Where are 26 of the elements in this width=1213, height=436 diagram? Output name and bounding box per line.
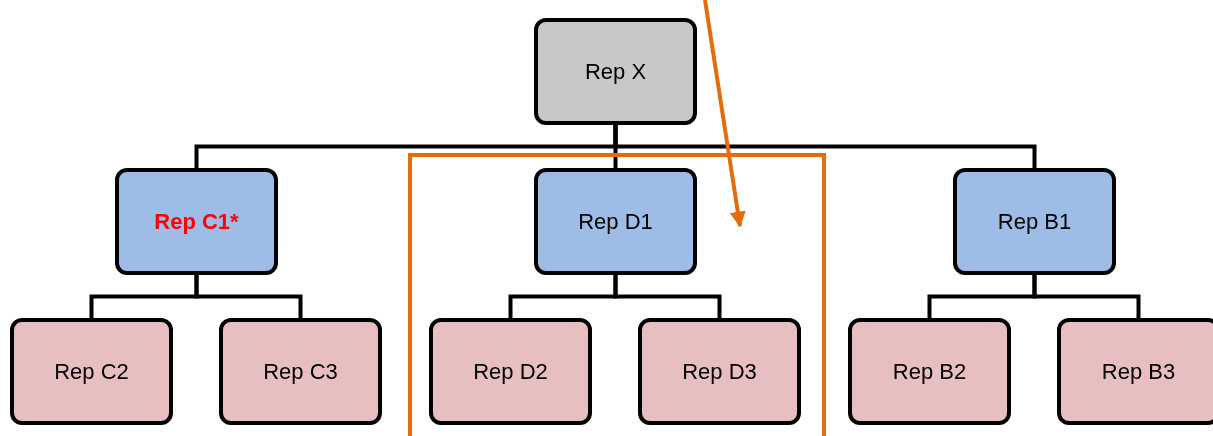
org-box xyxy=(1057,318,1213,425)
org-box xyxy=(115,168,278,275)
connector-line xyxy=(613,275,722,318)
arrow xyxy=(703,0,746,228)
box-label: Rep D1 xyxy=(578,208,653,235)
box-label: Rep D3 xyxy=(682,358,757,385)
org-box xyxy=(848,318,1011,425)
org-box xyxy=(534,18,697,125)
box-label: Rep D2 xyxy=(473,358,548,385)
box-label: Rep C1* xyxy=(154,208,239,235)
connector-line xyxy=(1032,275,1141,318)
box-label: Rep B3 xyxy=(1101,358,1176,385)
highlight-frame xyxy=(408,153,826,436)
box-label: Rep X xyxy=(584,58,647,85)
box-label: Rep B2 xyxy=(892,358,967,385)
org-box xyxy=(219,318,382,425)
connector-line xyxy=(194,275,303,318)
org-box xyxy=(638,318,801,425)
box-label: Rep B1 xyxy=(997,208,1072,235)
org-box xyxy=(534,168,697,275)
box-label: Rep C3 xyxy=(263,358,338,385)
connector-line xyxy=(613,125,1037,168)
org-box xyxy=(953,168,1116,275)
org-box xyxy=(10,318,173,425)
box-label: Rep C2 xyxy=(54,358,129,385)
org-box xyxy=(429,318,592,425)
